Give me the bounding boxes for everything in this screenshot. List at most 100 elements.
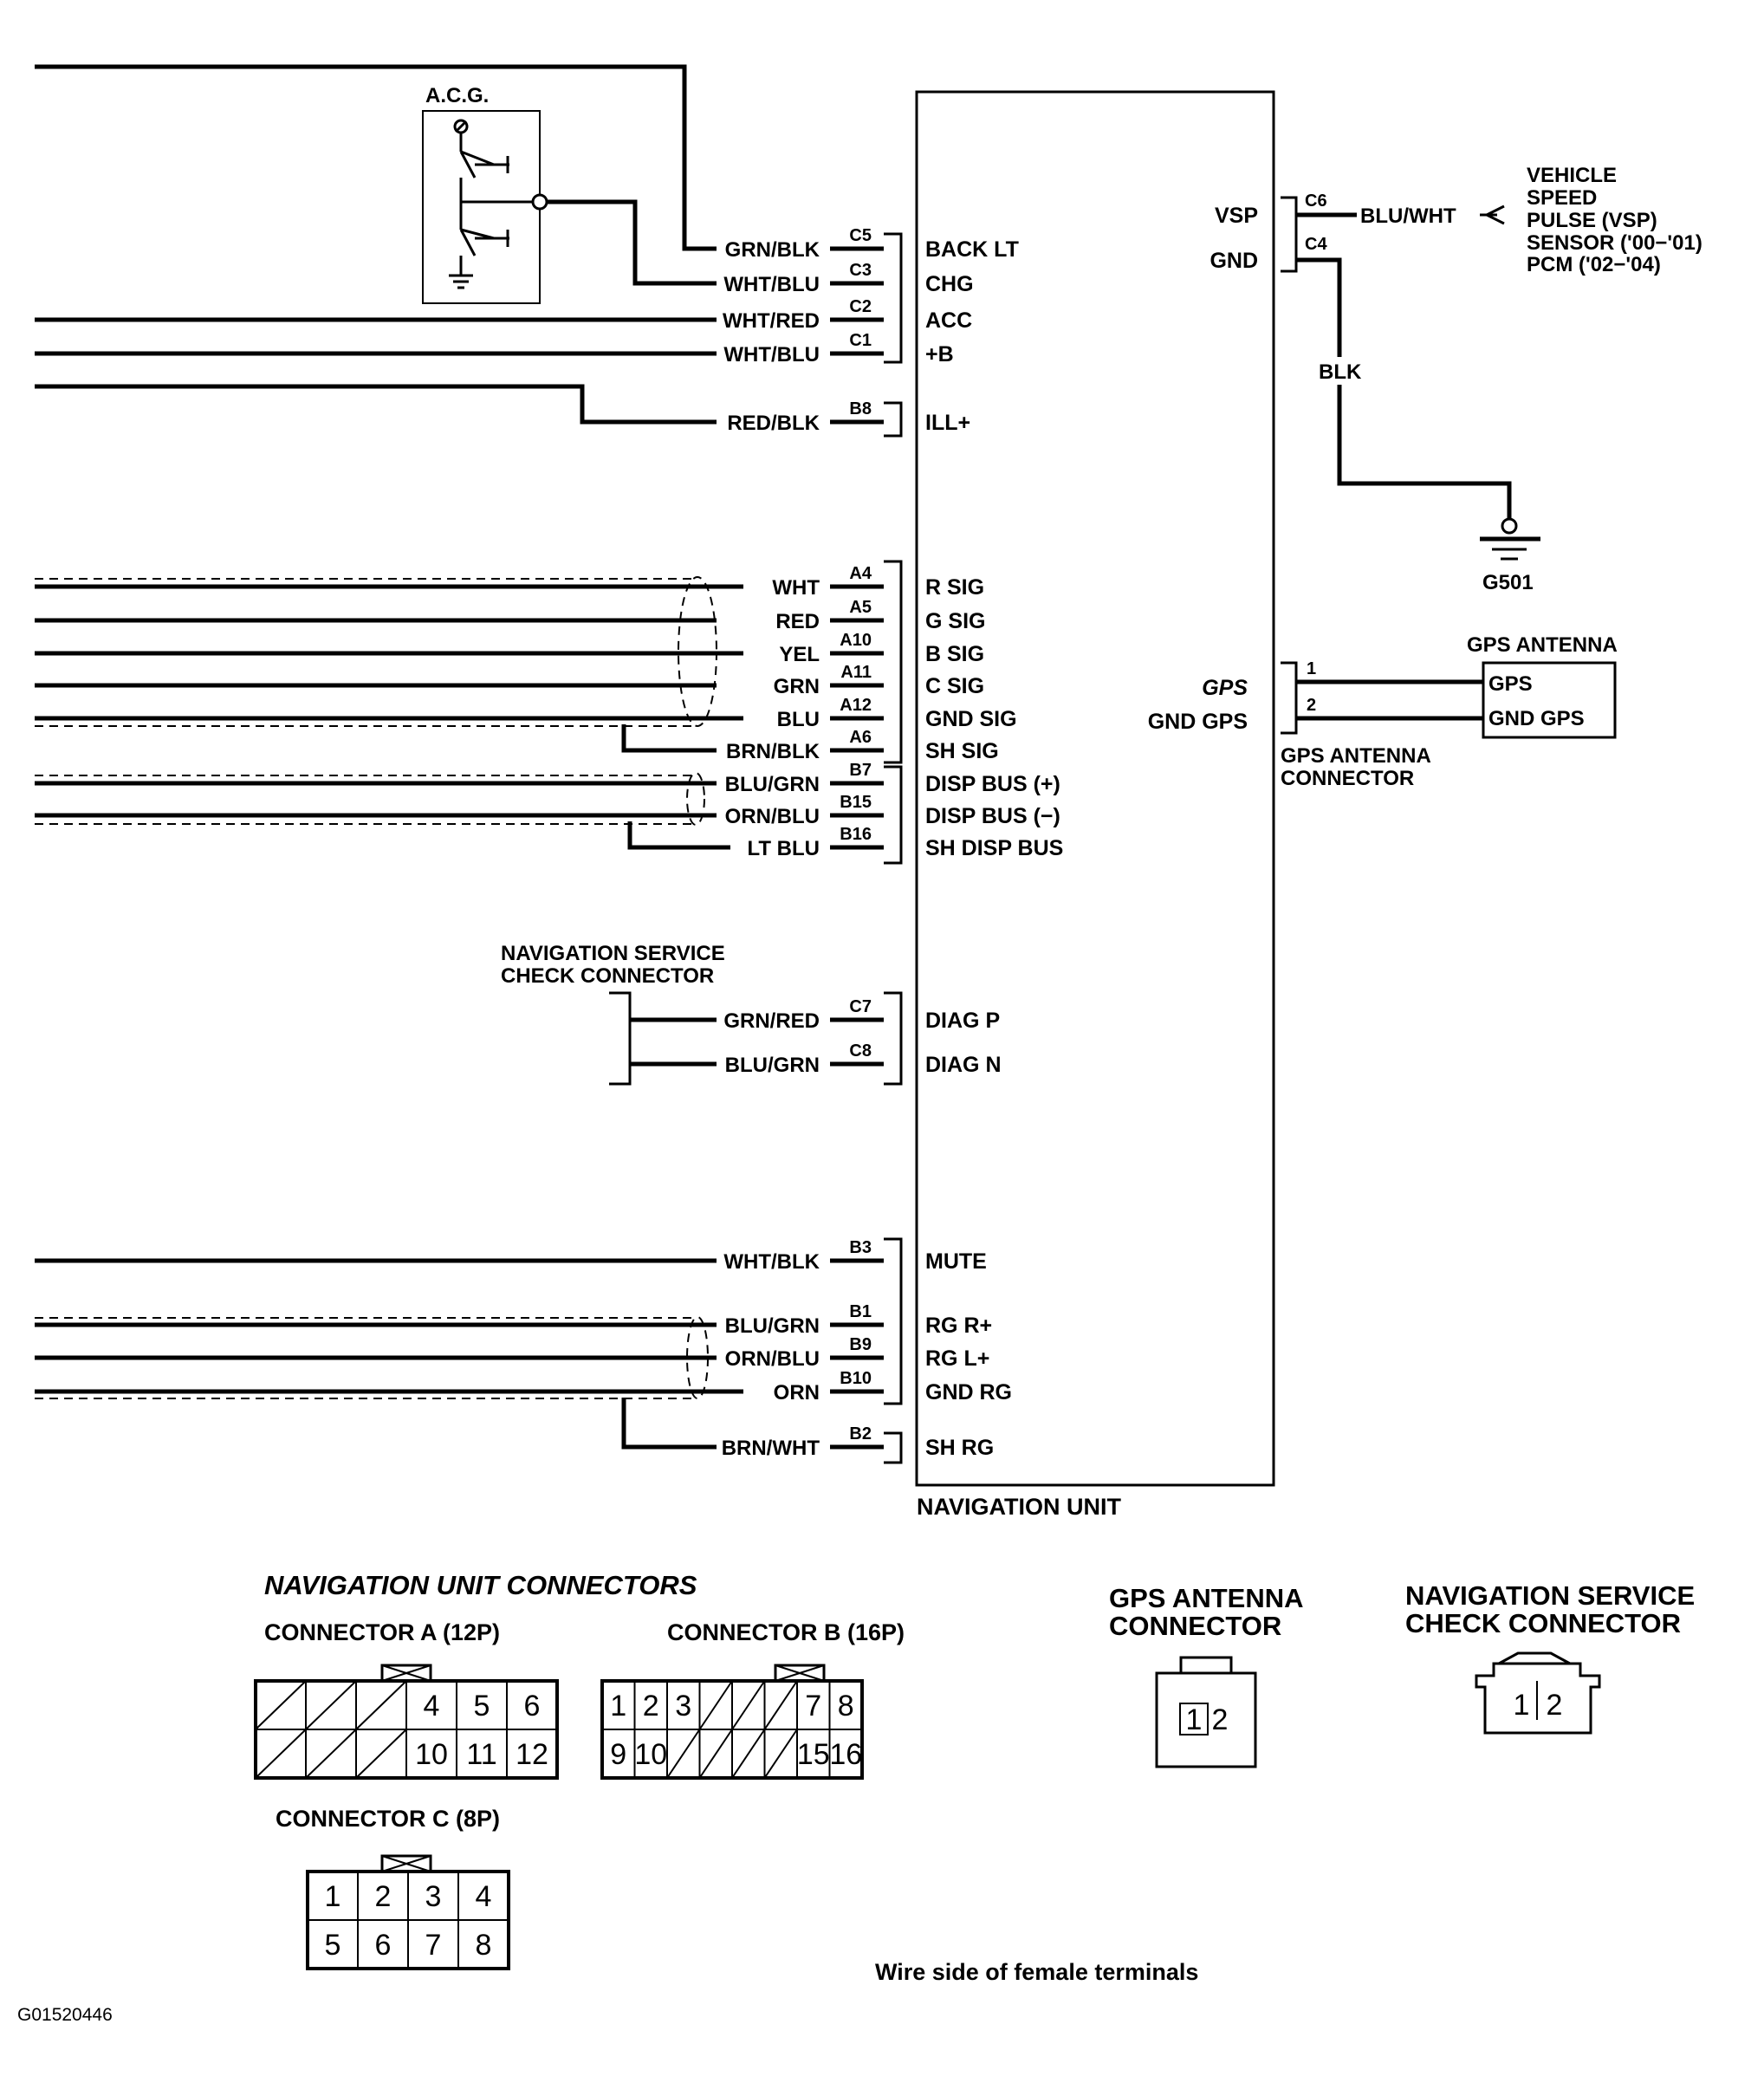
navigation-unit-title: NAVIGATION UNIT [917, 1494, 1121, 1520]
pin-brackets-left [884, 232, 903, 1464]
vsp-sensor-line-2: SPEED [1527, 186, 1597, 210]
signal-name-label: RG R+ [925, 1314, 992, 1338]
blank-cavity [305, 1729, 357, 1779]
wire-color-label: BLU/GRN [725, 1054, 820, 1077]
vsp-sensor-label: VEHICLE SPEED PULSE (VSP) SENSOR ('00−'0… [1527, 164, 1702, 276]
signal-name-label: DIAG N [925, 1053, 1002, 1077]
nav-service-label-line1: NAVIGATION SERVICE [501, 942, 725, 965]
blank-cavity [731, 1680, 766, 1730]
wire-color-label: WHT/BLU [723, 273, 820, 296]
pin-number-label: B7 [849, 761, 872, 780]
pin-number-label: C2 [849, 297, 872, 316]
signal-name-label: RG L+ [925, 1346, 989, 1371]
pin-number-label: A5 [849, 598, 872, 617]
signal-name-label: SH DISP BUS [925, 836, 1063, 860]
cavity-number: 12 [516, 1738, 548, 1771]
wire-color-label: BLU/GRN [725, 773, 820, 796]
pin-number-label: B15 [840, 793, 872, 812]
pin-number-label: C8 [849, 1041, 872, 1061]
blank-cavity [763, 1680, 798, 1730]
acg-block: A.C.G. [422, 84, 548, 304]
pin-number-label: B8 [849, 399, 872, 418]
signal-name-label: MUTE [925, 1249, 987, 1274]
pin-number-label: B16 [840, 825, 872, 844]
cavity-number: 2 [375, 1880, 392, 1913]
service-connector-pin-1: 1 [1514, 1689, 1530, 1722]
vsp-wire-label: BLU/WHT [1360, 204, 1456, 228]
connector-b-title: CONNECTOR B (16P) [667, 1619, 905, 1645]
gps-antenna-connector-view: GPS ANTENNA CONNECTOR 1 2 [1109, 1583, 1303, 1768]
signal-name-label: R SIG [925, 575, 984, 600]
vsp-sensor-line-3: PULSE (VSP) [1527, 209, 1657, 232]
wire-color-label: BRN/WHT [722, 1437, 820, 1460]
wire-color-label: ORN/BLU [725, 1347, 820, 1371]
wire-color-label: WHT [772, 576, 820, 600]
gps-signal-label: GPS [1202, 676, 1248, 700]
pin-number-label: A12 [840, 696, 872, 715]
wire-color-label: WHT/RED [723, 309, 820, 333]
connectors-footnote: Wire side of female terminals [875, 1959, 1198, 1985]
acg-label: A.C.G. [425, 84, 489, 107]
gps-connector-pin-1: 1 [1186, 1703, 1203, 1736]
gnd-pin-label: C4 [1305, 235, 1327, 254]
pin-number-label: A4 [849, 564, 872, 583]
signal-name-label: DISP BUS (+) [925, 772, 1060, 796]
wire-color-label: GRN [774, 675, 820, 698]
connector-c-title: CONNECTOR C (8P) [276, 1806, 500, 1832]
cavity-number: 15 [797, 1738, 830, 1771]
cavity-number: 9 [610, 1738, 626, 1771]
gps-antenna-block: GPS ANTENNA GPS GND GPS [1467, 633, 1618, 739]
navigation-unit-box [915, 90, 1275, 1487]
gps-antenna-pin-gps: GPS [1488, 672, 1533, 696]
wire-color-label: ORN [774, 1381, 820, 1405]
service-connector-title-1: NAVIGATION SERVICE [1405, 1580, 1695, 1611]
wire-color-label: BLU/GRN [725, 1314, 820, 1338]
pin-number-label: A6 [849, 728, 872, 747]
vsp-sensor-line-1: VEHICLE [1527, 164, 1617, 187]
pin-number-label: B10 [840, 1369, 872, 1388]
gps-antenna-box [1482, 661, 1617, 739]
signal-name-label: GND SIG [925, 707, 1017, 731]
signal-name-label: +B [925, 342, 954, 367]
gps-antenna-pin-gnd-gps: GND GPS [1488, 707, 1585, 730]
acg-terminal-node [531, 193, 548, 211]
pin-number-label: C3 [849, 261, 872, 280]
signal-name-label: CHG [925, 272, 974, 296]
gps-connector-title-1: GPS ANTENNA [1109, 1583, 1303, 1613]
signal-name-label: C SIG [925, 674, 984, 698]
pin-number-label: C1 [849, 331, 872, 350]
blank-cavity [698, 1680, 733, 1730]
cavity-number: 4 [424, 1690, 440, 1722]
cavity-number: 10 [415, 1738, 448, 1771]
service-connector-pin-2: 2 [1547, 1689, 1563, 1722]
gps-antenna-title: GPS ANTENNA [1467, 633, 1618, 657]
gps-antenna-connector-label-2: CONNECTOR [1281, 767, 1414, 790]
right-wiring [1281, 196, 1540, 735]
vsp-sensor-line-5: PCM ('02−'04) [1527, 253, 1661, 276]
vsp-sensor-line-4: SENSOR ('00−'01) [1527, 231, 1702, 255]
vsp-pin-label: C6 [1305, 191, 1327, 211]
wire-color-label: WHT/BLK [723, 1250, 820, 1274]
signal-name-label: ILL+ [925, 411, 970, 435]
pin-number-label: C5 [849, 226, 872, 245]
pin-number-label: B9 [849, 1335, 872, 1354]
